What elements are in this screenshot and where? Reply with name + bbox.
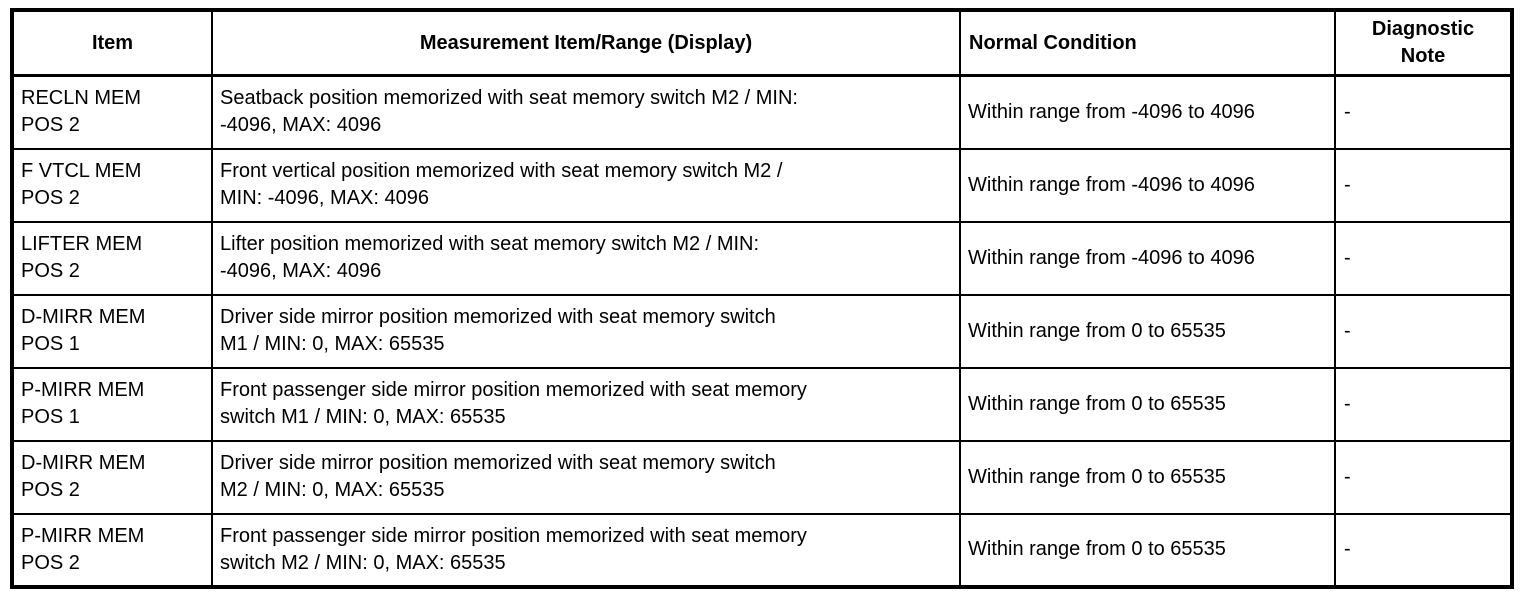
diagnostic-note-cell: -	[1334, 147, 1513, 223]
table-row: P-MIRR MEM POS 1 Front passenger side mi…	[11, 366, 1513, 442]
item-cell: LIFTER MEM POS 2	[11, 220, 213, 296]
normal-condition-cell: Within range from -4096 to 4096	[959, 74, 1336, 150]
normal-condition-cell: Within range from -4096 to 4096	[959, 220, 1336, 296]
item-cell: P-MIRR MEM POS 1	[11, 366, 213, 442]
table-row: RECLN MEM POS 2 Seatback position memori…	[11, 74, 1513, 150]
measurement-cell: Driver side mirror position memorized wi…	[211, 439, 961, 515]
header-row: Item Measurement Item/Range (Display) No…	[11, 9, 1513, 77]
diagnostic-note-cell: -	[1334, 366, 1513, 442]
normal-condition-cell: Within range from 0 to 65535	[959, 293, 1336, 369]
measurement-cell: Driver side mirror position memorized wi…	[211, 293, 961, 369]
item-cell: P-MIRR MEM POS 2	[11, 512, 213, 588]
table-header: Item Measurement Item/Range (Display) No…	[11, 9, 1513, 77]
measurement-cell: Front passenger side mirror position mem…	[211, 366, 961, 442]
diagnostic-note-cell: -	[1334, 220, 1513, 296]
normal-condition-cell: Within range from 0 to 65535	[959, 512, 1336, 588]
table-row: F VTCL MEM POS 2 Front vertical position…	[11, 147, 1513, 223]
item-cell: D-MIRR MEM POS 2	[11, 439, 213, 515]
table-row: D-MIRR MEM POS 1 Driver side mirror posi…	[11, 293, 1513, 369]
diagnostic-note-cell: -	[1334, 439, 1513, 515]
normal-condition-cell: Within range from 0 to 65535	[959, 366, 1336, 442]
column-header-diagnostic-note: Diagnostic Note	[1334, 9, 1513, 77]
measurement-cell: Front passenger side mirror position mem…	[211, 512, 961, 588]
column-header-measurement: Measurement Item/Range (Display)	[211, 9, 961, 77]
measurement-data-table: Item Measurement Item/Range (Display) No…	[10, 8, 1514, 589]
measurement-cell: Lifter position memorized with seat memo…	[211, 220, 961, 296]
item-cell: F VTCL MEM POS 2	[11, 147, 213, 223]
diagnostic-note-cell: -	[1334, 293, 1513, 369]
table-row: D-MIRR MEM POS 2 Driver side mirror posi…	[11, 439, 1513, 515]
table-body: RECLN MEM POS 2 Seatback position memori…	[11, 74, 1513, 588]
table-row: P-MIRR MEM POS 2 Front passenger side mi…	[11, 512, 1513, 588]
normal-condition-cell: Within range from 0 to 65535	[959, 439, 1336, 515]
measurement-cell: Seatback position memorized with seat me…	[211, 74, 961, 150]
diagnostic-note-cell: -	[1334, 74, 1513, 150]
normal-condition-cell: Within range from -4096 to 4096	[959, 147, 1336, 223]
column-header-item: Item	[11, 9, 213, 77]
table-row: LIFTER MEM POS 2 Lifter position memoriz…	[11, 220, 1513, 296]
measurement-cell: Front vertical position memorized with s…	[211, 147, 961, 223]
item-cell: D-MIRR MEM POS 1	[11, 293, 213, 369]
column-header-normal-condition: Normal Condition	[959, 9, 1336, 77]
diagnostic-note-cell: -	[1334, 512, 1513, 588]
item-cell: RECLN MEM POS 2	[11, 74, 213, 150]
